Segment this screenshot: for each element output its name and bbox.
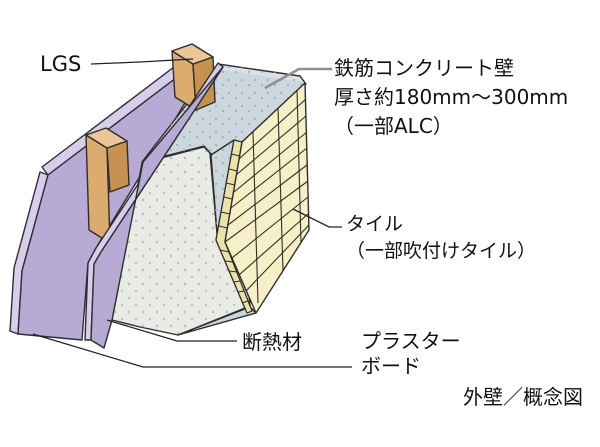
concrete-label-line1: 鉄筋コンクリート壁 [334, 56, 514, 80]
diagram-caption: 外壁／概念図 [463, 385, 583, 409]
plasterboard-leader-line [32, 333, 352, 368]
leader-lines [32, 58, 352, 368]
insulation-leader-line [106, 319, 237, 342]
stud-front-face [85, 134, 111, 244]
tile-label-line2: （一部吹付けタイル） [346, 240, 537, 262]
plasterboard-inner-panel [84, 62, 224, 349]
tile-layer [215, 82, 310, 314]
lgs-leader-line [90, 58, 194, 65]
stud-side-face [106, 140, 130, 193]
concrete-bottom-edge [177, 306, 257, 336]
concrete-leader-line [264, 67, 332, 90]
tile-label: タイル （一部吹付けタイル） [346, 211, 536, 265]
plasterboard-label: プラスター ボード [361, 329, 461, 379]
concrete-label: 鉄筋コンクリート壁 厚さ約180mm〜300mm （一部ALC） [334, 54, 568, 141]
concrete-label-line3: （一部ALC） [334, 114, 453, 138]
tile-face [224, 82, 310, 314]
inner-panel-face [90, 66, 224, 349]
tile-course-lines [218, 153, 249, 304]
concrete-label-line2: 厚さ約180mm〜300mm [334, 85, 569, 109]
lgs-stud-lower [85, 127, 130, 244]
insulation-label: 断熱材 [242, 330, 302, 354]
lgs-label: LGS [40, 52, 82, 76]
tile-label-line1: タイル [346, 213, 404, 235]
tile-grid-lines [224, 89, 310, 304]
stud-top-face [85, 127, 128, 149]
tile-leader-line [292, 208, 342, 228]
plasterboard-label-line2: ボード [361, 354, 421, 378]
plasterboard-label-line1: プラスター [361, 329, 461, 353]
